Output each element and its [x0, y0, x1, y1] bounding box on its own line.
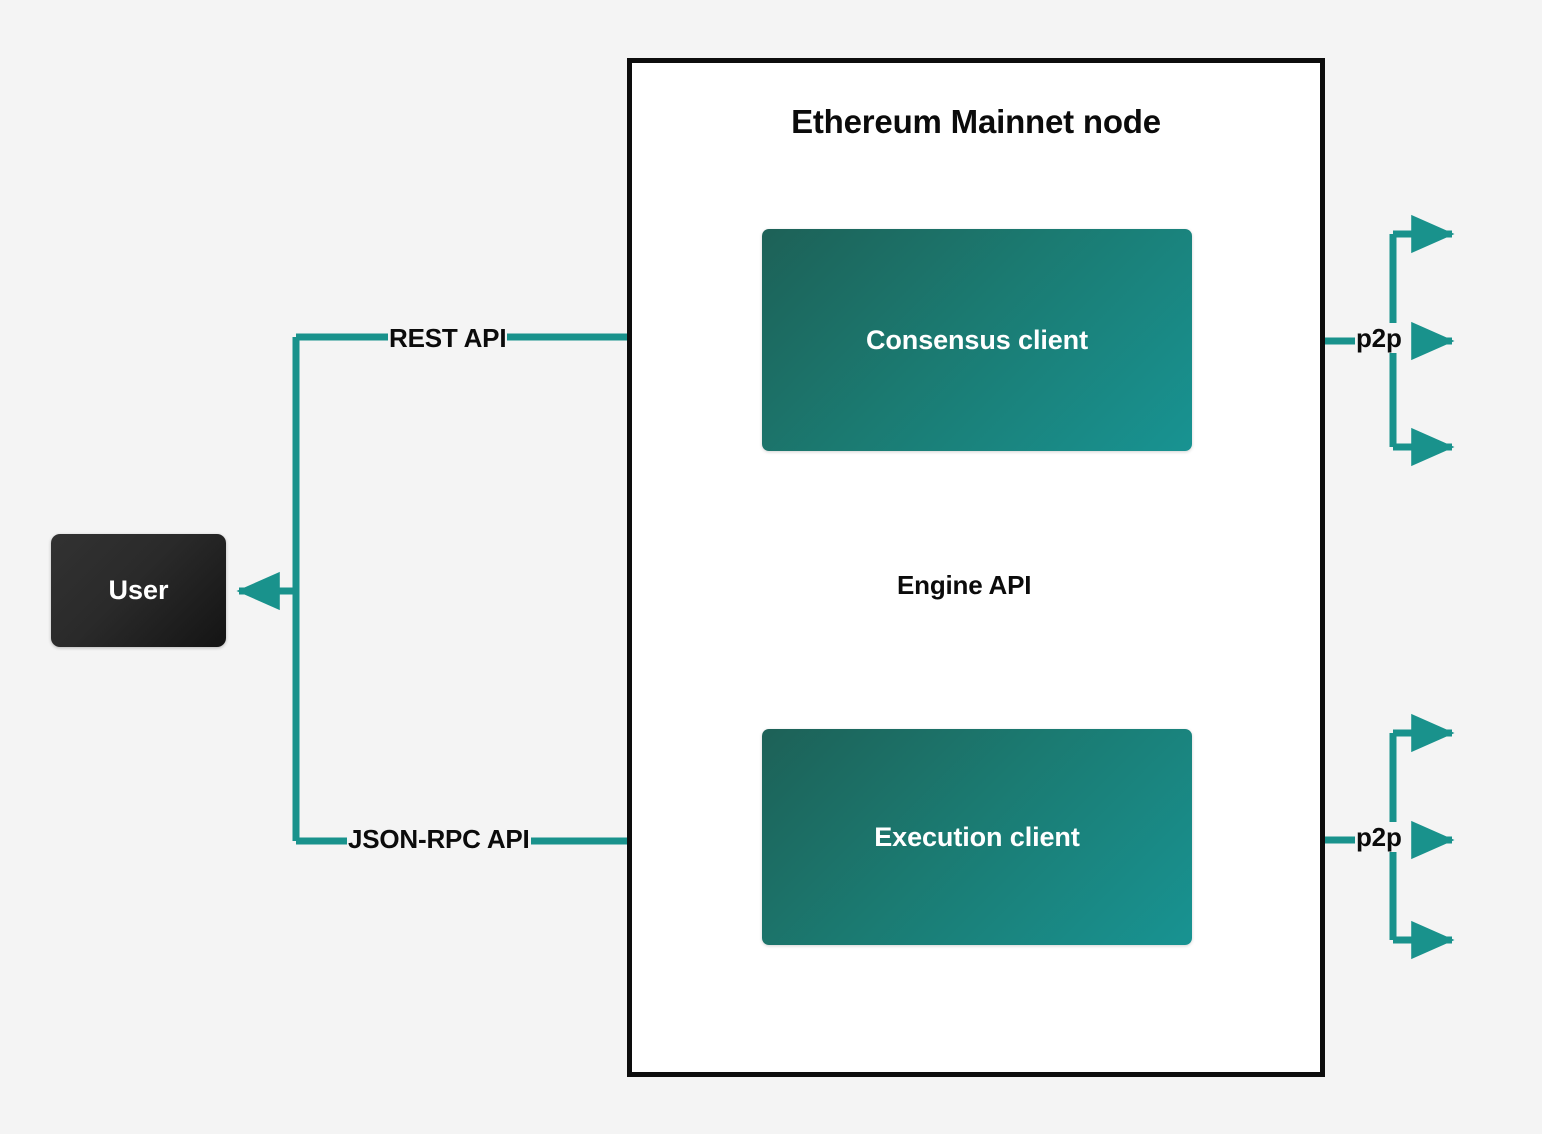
- consensus-client-node[interactable]: Consensus client: [762, 229, 1192, 451]
- consensus-client-label: Consensus client: [866, 324, 1088, 355]
- edge-label-p2p-consensus: p2p: [1355, 323, 1403, 353]
- edge-label-engine-api: Engine API: [896, 570, 1033, 600]
- user-node[interactable]: User: [51, 534, 226, 647]
- user-node-label: User: [108, 575, 169, 605]
- edge-label-json-rpc-api: JSON-RPC API: [347, 824, 531, 854]
- execution-client-label: Execution client: [874, 821, 1080, 852]
- edge-label-rest-api: REST API: [388, 323, 508, 353]
- edge-label-p2p-execution: p2p: [1355, 822, 1403, 852]
- execution-client-node[interactable]: Execution client: [762, 729, 1192, 945]
- node-container-title: Ethereum Mainnet node: [791, 103, 1161, 140]
